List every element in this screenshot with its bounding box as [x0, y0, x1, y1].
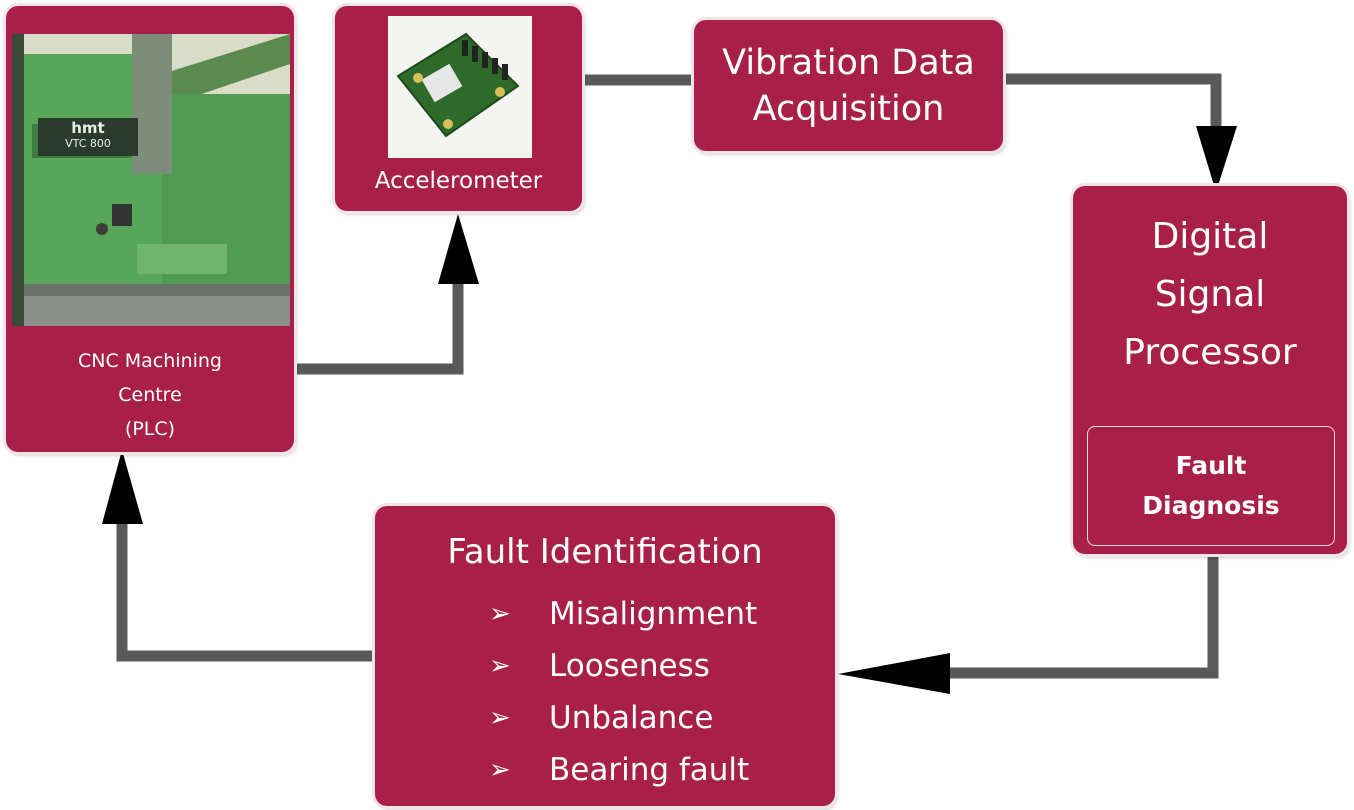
connector-dsp-to-fault — [948, 555, 1219, 679]
fault-identification-node: Fault Identification ➢ Misalignment ➢ Lo… — [375, 506, 835, 806]
bullet-arrow-icon: ➢ — [489, 651, 511, 681]
acquisition-line2: Acquisition — [752, 88, 945, 129]
machine-brand: hmt — [71, 119, 105, 137]
fault-diagnosis-box: Fault Diagnosis — [1087, 426, 1335, 546]
vibration-data-acquisition-node: Vibration Data Acquisition — [694, 20, 1003, 151]
arrowhead-to-dsp — [1196, 126, 1237, 192]
arrowhead-to-accelerometer — [438, 214, 479, 284]
fault-item-bearing-fault: ➢ Bearing fault — [489, 744, 829, 796]
cnc-label-line1: CNC Machining — [77, 350, 222, 372]
cnc-machine-photo: hmt VTC 800 — [12, 34, 290, 326]
connector-cnc-to-accelerometer — [296, 282, 464, 375]
bullet-arrow-icon: ➢ — [489, 703, 511, 733]
accelerometer-label: Accelerometer — [374, 168, 543, 194]
machine-brand-plate: hmt VTC 800 — [38, 118, 138, 156]
fault-item-label: Looseness — [549, 648, 710, 684]
arrowhead-to-cnc — [102, 450, 143, 524]
fault-item-misalignment: ➢ Misalignment — [489, 588, 829, 640]
fault-diagnosis-line1: Fault — [1175, 451, 1247, 480]
fault-item-looseness: ➢ Looseness — [489, 640, 829, 692]
dsp-label-line3: Processor — [1123, 332, 1297, 373]
dsp-label: Digital Signal Processor — [1073, 208, 1347, 382]
fault-item-label: Bearing fault — [549, 752, 750, 788]
accelerometer-image — [388, 16, 532, 158]
cnc-label-line3: (PLC) — [124, 418, 176, 440]
fault-item-label: Unbalance — [549, 700, 714, 736]
dsp-label-line1: Digital — [1151, 216, 1269, 257]
fault-identification-title: Fault Identification — [447, 532, 763, 572]
digital-signal-processor-node: Digital Signal Processor Fault Diagnosis — [1073, 186, 1347, 554]
machine-model: VTC 800 — [65, 137, 111, 150]
cnc-label: CNC Machining Centre (PLC) — [6, 344, 294, 446]
fault-diagnosis-line2: Diagnosis — [1142, 491, 1280, 520]
dsp-label-line2: Signal — [1154, 274, 1266, 315]
fault-type-list: ➢ Misalignment ➢ Looseness ➢ Unbalance ➢… — [489, 588, 829, 796]
bullet-arrow-icon: ➢ — [489, 599, 511, 629]
acquisition-line1: Vibration Data — [722, 42, 975, 83]
connector-acquisition-to-dsp — [1003, 73, 1222, 128]
cnc-label-line2: Centre — [118, 384, 182, 406]
arrowhead-to-fault — [838, 653, 950, 694]
cnc-machining-centre-node: hmt VTC 800 CNC Machining Centre (PLC) — [6, 6, 294, 452]
accelerometer-node: Accelerometer — [335, 6, 582, 211]
bullet-arrow-icon: ➢ — [489, 755, 511, 785]
fault-item-unbalance: ➢ Unbalance — [489, 692, 829, 744]
connector-fault-to-cnc — [116, 522, 377, 662]
fault-item-label: Misalignment — [549, 596, 758, 632]
